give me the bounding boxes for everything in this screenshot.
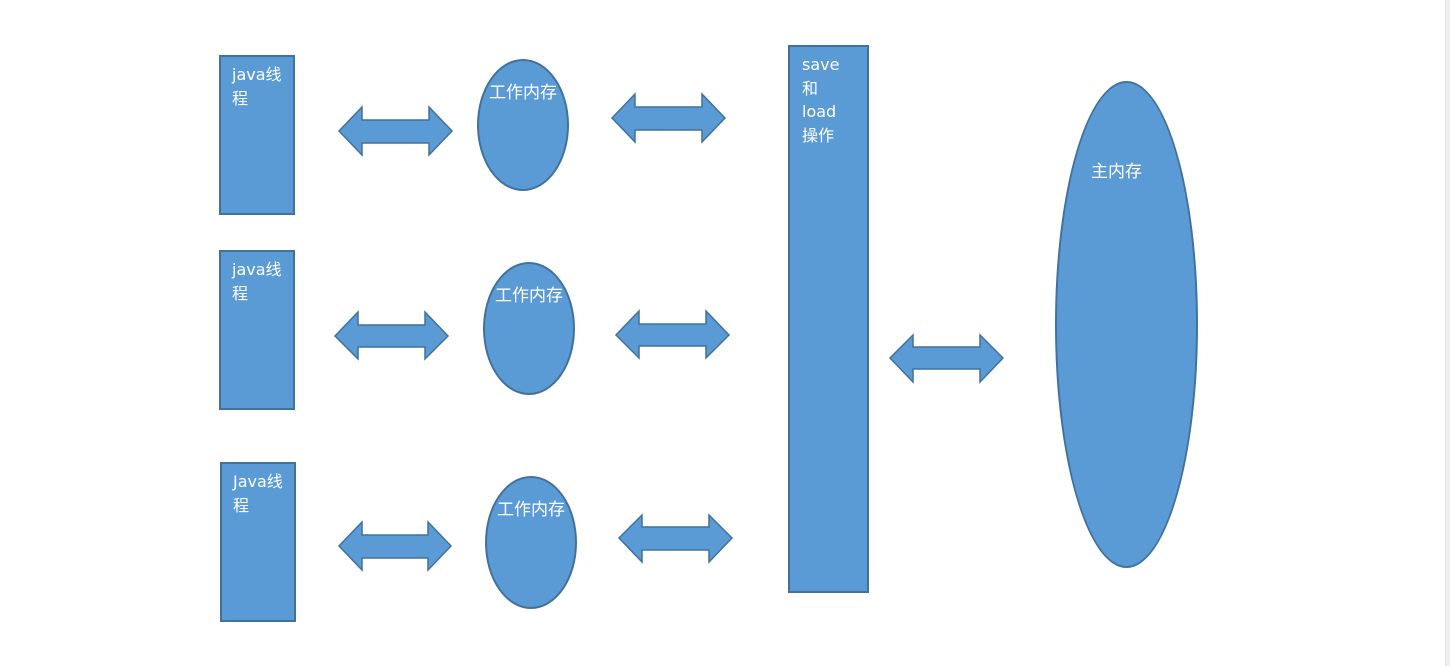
double-headed-arrow-icon-work1-saveload [610, 92, 727, 144]
main-memory-ellipse: 主内存 [1055, 81, 1198, 568]
working-memory-1-label: 工作内存 [489, 83, 557, 103]
save-load-operation-box: save 和 load 操作 [788, 45, 869, 593]
double-headed-arrow-icon-thread1-work1 [337, 105, 454, 157]
double-headed-arrow-icon-work2-saveload [614, 309, 731, 360]
working-memory-3-label: 工作内存 [497, 500, 565, 520]
java-thread-3-label: Java线程 [233, 472, 283, 515]
double-headed-arrow-icon-work3-saveload [617, 513, 734, 564]
java-thread-2-label: java线程 [232, 260, 282, 303]
working-memory-3-ellipse: 工作内存 [485, 476, 577, 609]
save-load-line-3: load [802, 102, 837, 121]
save-load-line-2: 和 [802, 78, 819, 98]
working-memory-1-ellipse: 工作内存 [477, 59, 569, 191]
page-edge-scrollbar [1445, 0, 1450, 666]
java-thread-3-box: Java线程 [220, 462, 296, 622]
double-headed-arrow-icon-thread2-work2 [333, 310, 450, 361]
main-memory-label: 主内存 [1091, 162, 1142, 182]
java-thread-1-label: java线程 [232, 65, 282, 108]
working-memory-2-ellipse: 工作内存 [483, 262, 575, 395]
java-thread-1-box: java线程 [219, 55, 295, 215]
double-headed-arrow-icon-thread3-work3 [337, 520, 453, 572]
save-load-line-1: save [802, 55, 840, 74]
double-headed-arrow-icon-saveload-main [888, 333, 1005, 384]
save-load-line-4: 操作 [802, 125, 835, 145]
java-thread-2-box: java线程 [219, 250, 295, 410]
working-memory-2-label: 工作内存 [495, 286, 563, 306]
